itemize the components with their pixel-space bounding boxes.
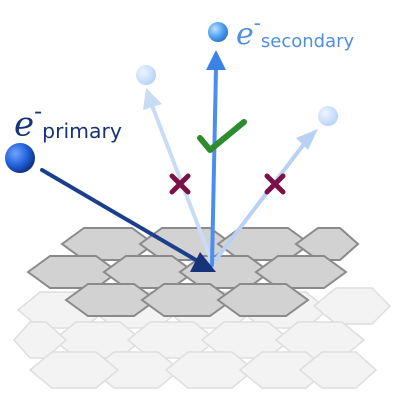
secondary-electron-icon: [208, 22, 228, 42]
label-symbol: e: [236, 17, 254, 52]
secondary-trajectory: [206, 22, 228, 267]
arrow-head-icon: [296, 129, 318, 150]
secondary-electron-label: e-secondary: [236, 12, 355, 52]
faded-electron-icon: [318, 106, 338, 126]
label-subscript: primary: [42, 119, 122, 144]
arrow-head-icon: [190, 252, 216, 272]
cross-icon: [169, 173, 191, 195]
cross-icon: [264, 173, 286, 195]
primary-trajectory: [5, 143, 216, 272]
check-icon: [197, 119, 247, 153]
hex-cell: [312, 287, 392, 325]
primary-electron-label: e-primary: [14, 100, 122, 145]
arrow-head-icon: [143, 88, 162, 110]
label-charge: -: [253, 10, 261, 35]
surface-lattice: [26, 227, 360, 317]
hex-cell: [12, 321, 68, 359]
hex-cell: [216, 283, 310, 317]
label-subscript: secondary: [260, 30, 355, 52]
primary-electron-icon: [5, 143, 35, 173]
faded-electron-icon: [136, 65, 156, 85]
label-symbol: e: [14, 104, 35, 145]
hex-cell: [28, 351, 120, 389]
arrow-head-icon: [206, 50, 226, 70]
rejected-trajectory-right: [212, 106, 338, 264]
label-charge: -: [34, 97, 43, 126]
hex-cell: [298, 351, 378, 389]
lower-lattice: [12, 287, 392, 389]
